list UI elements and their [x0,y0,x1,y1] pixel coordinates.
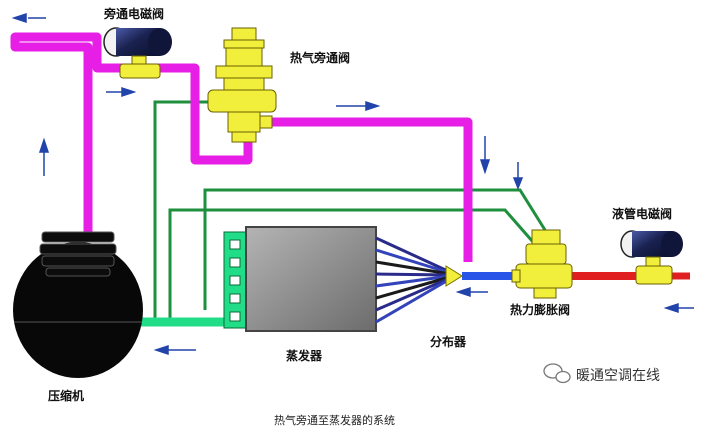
liquid-solenoid-label: 液管电磁阀 [612,206,672,221]
distributor-tubes [375,236,451,324]
flow-arrows [11,12,694,356]
watermark-text: 暖通空调在线 [576,368,660,384]
compressor-label: 压缩机 [48,388,84,403]
hot-gas-line [10,32,473,262]
watermark: 暖通空调在线 [543,363,660,384]
flow-arrow-icon [512,162,524,191]
evaporator-icon [245,226,377,332]
bypass-solenoid-valve [103,27,172,79]
flow-arrow-icon [11,12,46,24]
hot-gas-bypass-valve [207,27,277,143]
distributor-icon [445,265,463,287]
diagram-caption: 热气旁通至蒸发器的系统 [274,413,395,427]
expansion-valve [511,229,573,299]
evaporator [223,226,377,332]
flow-arrow-icon [106,86,137,98]
compressor-icon [13,231,143,378]
liquid-solenoid-valve [620,230,683,285]
solenoid-valve-icon [103,27,172,79]
flow-arrow-icon [38,137,50,176]
expansion-valve-label: 热力膨胀阀 [510,302,570,317]
bypass-solenoid-label: 旁通电磁阀 [103,6,164,21]
evaporator-label: 蒸发器 [286,348,323,363]
wechat-icon [543,363,571,384]
flow-arrow-icon [336,100,381,112]
flow-arrow-icon [479,136,491,175]
flow-arrow-icon [455,286,488,298]
solenoid-valve-icon [620,230,683,285]
distributor-label: 分布器 [430,334,467,349]
flow-arrow-icon [663,302,694,314]
hot-gas-bypass-valve-label: 热气旁通阀 [290,50,350,65]
flow-arrow-icon [153,344,196,356]
